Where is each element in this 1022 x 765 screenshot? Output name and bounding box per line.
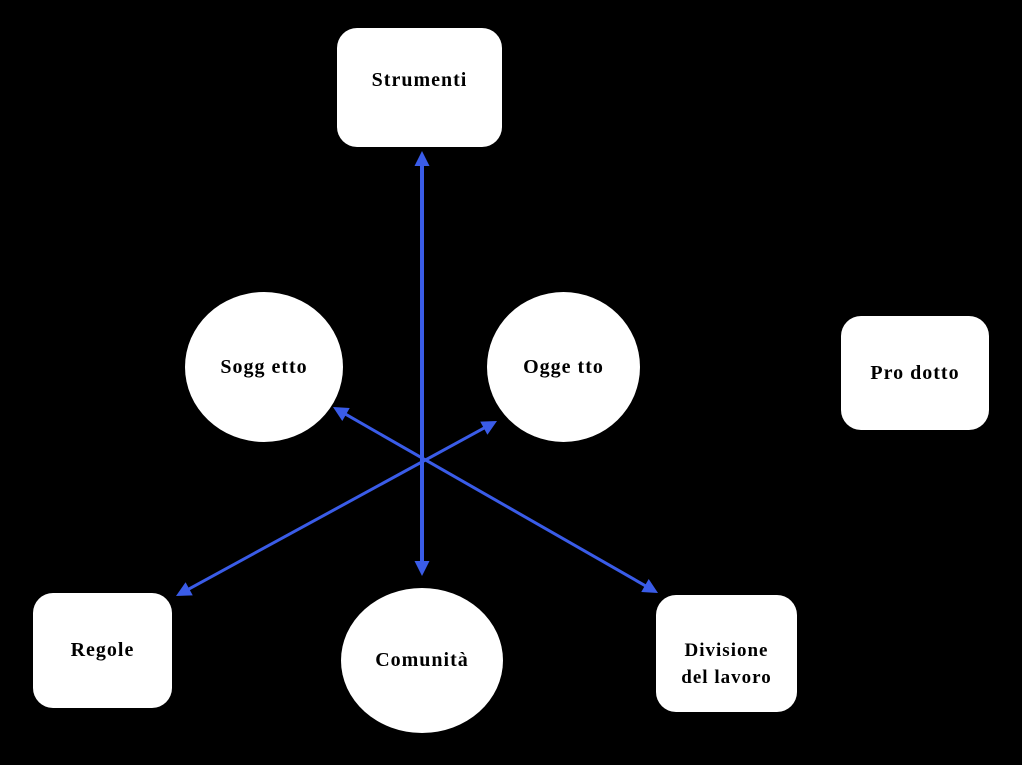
arrow-oggetto-regole [176,421,497,596]
node-comunita: Comunità [341,588,503,733]
divisione-label-line2: del lavoro [681,666,772,688]
node-soggetto-label: Sogg etto [220,355,308,378]
arrow-soggetto-divisione-del-lavoro [333,407,658,593]
node-regole: Regole [33,593,172,708]
arrow-strumenti-comunita [414,151,430,576]
node-oggetto: Ogge tto [487,292,640,442]
node-comunita-label: Comunità [375,649,469,671]
node-prodotto-label: Pro dotto [870,361,960,384]
node-regole-label: Regole [70,639,135,661]
node-prodotto: Pro dotto [841,316,989,430]
node-divisione-del-lavoro: Divisione del lavoro [656,595,797,712]
node-divisione-del-lavoro-label: Divisione del lavoro [681,637,771,691]
node-strumenti: Strumenti [337,28,502,147]
divisione-label-line1: Divisione [684,639,769,661]
node-oggetto-label: Ogge tto [523,355,604,378]
node-soggetto: Sogg etto [185,292,343,442]
node-strumenti-label: Strumenti [371,69,468,91]
